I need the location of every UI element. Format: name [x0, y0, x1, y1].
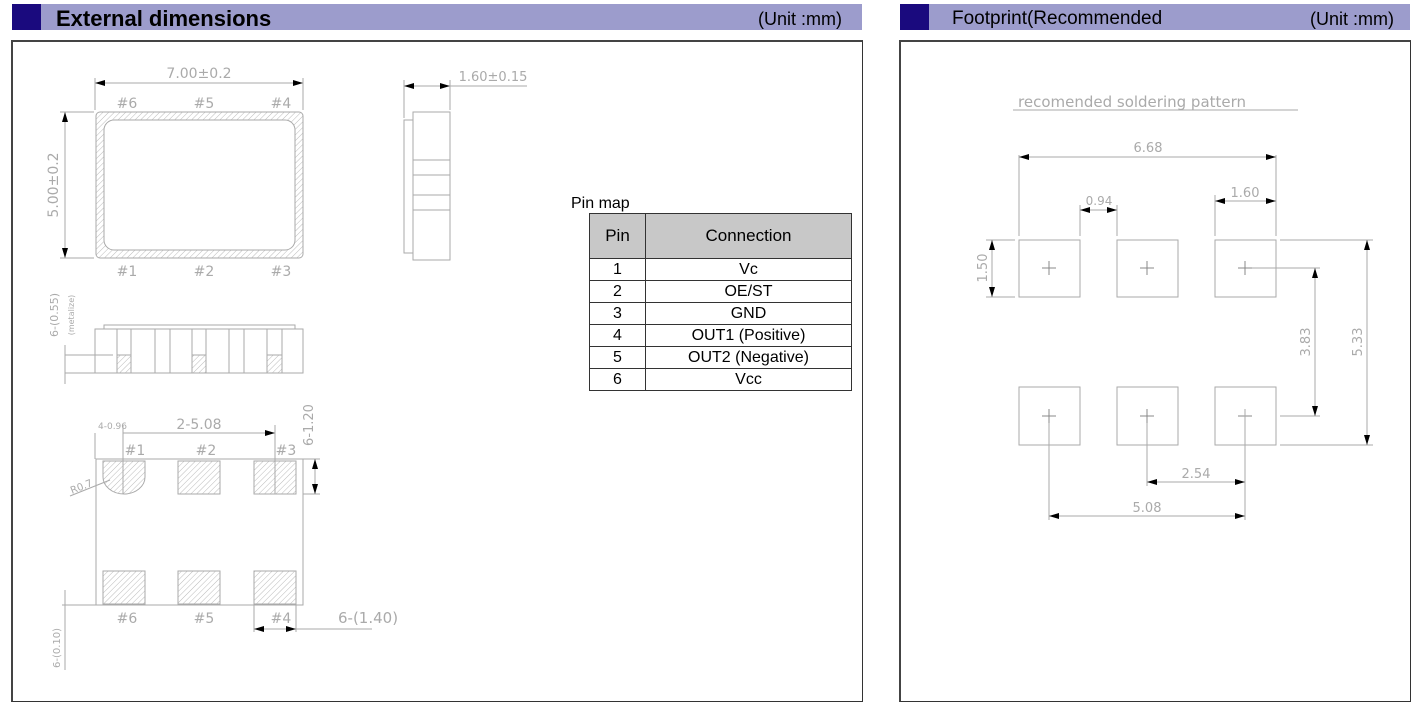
footprint-drawing: recomended soldering pattern 6.68 0.94 1… [976, 93, 1373, 520]
pin-map-title: Pin map [571, 195, 630, 212]
pad-gap-dimension: 4-0.96 [98, 422, 127, 432]
connection-cell: OUT2 (Negative) [645, 346, 852, 369]
bottom-view: 4-0.96 2-5.08 6-1.20 R0.7 #1 #2 #3 #6 #5… [52, 404, 398, 670]
pad-height-dimension: 6-1.20 [302, 404, 317, 446]
footprint-header: Footprint(Recommended (Unit :mm) [900, 4, 1410, 30]
pin-label: #2 [196, 443, 217, 459]
metalize-dimension: 6-(0.55) [48, 293, 61, 337]
column-pitch-dimension: 2.54 [1182, 467, 1211, 482]
height-dimension: 5.00±0.2 [46, 152, 62, 217]
pad-width-dimension: 6-(1.40) [338, 609, 398, 627]
pin-label: #2 [194, 264, 215, 280]
section-title: External dimensions [56, 6, 272, 31]
row-pitch-dimension: 3.83 [1299, 328, 1314, 357]
front-view: 6-(0.55) (metalize) [48, 293, 304, 384]
connection-cell: GND [645, 302, 852, 325]
section-title: Footprint(Recommended [952, 8, 1163, 29]
pin-label: #6 [117, 611, 138, 627]
pin-label: #5 [194, 611, 215, 627]
pin-label: #3 [276, 443, 297, 459]
pin-label: #1 [125, 443, 146, 459]
pin-cell: 4 [589, 324, 646, 347]
unit-label: (Unit :mm) [1310, 9, 1394, 29]
external-dimensions-header: External dimensions (Unit :mm) [12, 4, 862, 31]
connection-cell: OE/ST [645, 280, 852, 303]
pin-cell: 6 [589, 368, 646, 391]
header-marker [900, 4, 929, 30]
pin-cell: 1 [589, 258, 646, 281]
column-header-connection: Connection [645, 213, 852, 259]
side-view: 1.60±0.15 [403, 70, 528, 261]
footprint-caption: recomended soldering pattern [1018, 93, 1246, 111]
pad-width-dimension: 1.60 [1231, 186, 1260, 201]
pin-label: #4 [271, 96, 292, 112]
pin-cell: 2 [589, 280, 646, 303]
connection-cell: OUT1 (Positive) [645, 324, 852, 347]
pin-label: #6 [117, 96, 138, 112]
external-dimensions-panel [11, 40, 863, 702]
thickness-dimension: 1.60±0.15 [459, 70, 528, 85]
connection-cell: Vcc [645, 368, 852, 391]
connection-cell: Vc [645, 258, 852, 281]
overall-height-dimension: 5.33 [1351, 328, 1366, 357]
column-header-pin: Pin [589, 213, 646, 259]
overall-width-dimension: 6.68 [1134, 141, 1163, 156]
pin-label: #5 [194, 96, 215, 112]
metalize-note: (metalize) [67, 295, 76, 336]
table-header-row: Pin Connection [589, 213, 852, 259]
width-dimension: 7.00±0.2 [166, 66, 231, 82]
radius-dimension: R0.7 [69, 478, 94, 497]
pin-cell: 3 [589, 302, 646, 325]
pin-cell: 5 [589, 346, 646, 369]
unit-label: (Unit :mm) [758, 9, 842, 29]
pad-gap-dimension: 0.94 [1086, 194, 1113, 208]
pin-label: #4 [271, 611, 292, 627]
pitch-dimension: 2-5.08 [176, 417, 221, 433]
pin-label: #1 [117, 264, 138, 280]
top-view: 7.00±0.2 5.00±0.2 #6 #5 #4 #1 #2 #3 [46, 66, 304, 280]
outer-pitch-dimension: 5.08 [1133, 501, 1162, 516]
offset-dimension: 6-(0.10) [52, 628, 63, 668]
pad-height-dimension: 1.50 [976, 254, 991, 283]
footprint-panel [899, 40, 1411, 702]
pin-label: #3 [271, 264, 292, 280]
header-marker [12, 4, 41, 30]
